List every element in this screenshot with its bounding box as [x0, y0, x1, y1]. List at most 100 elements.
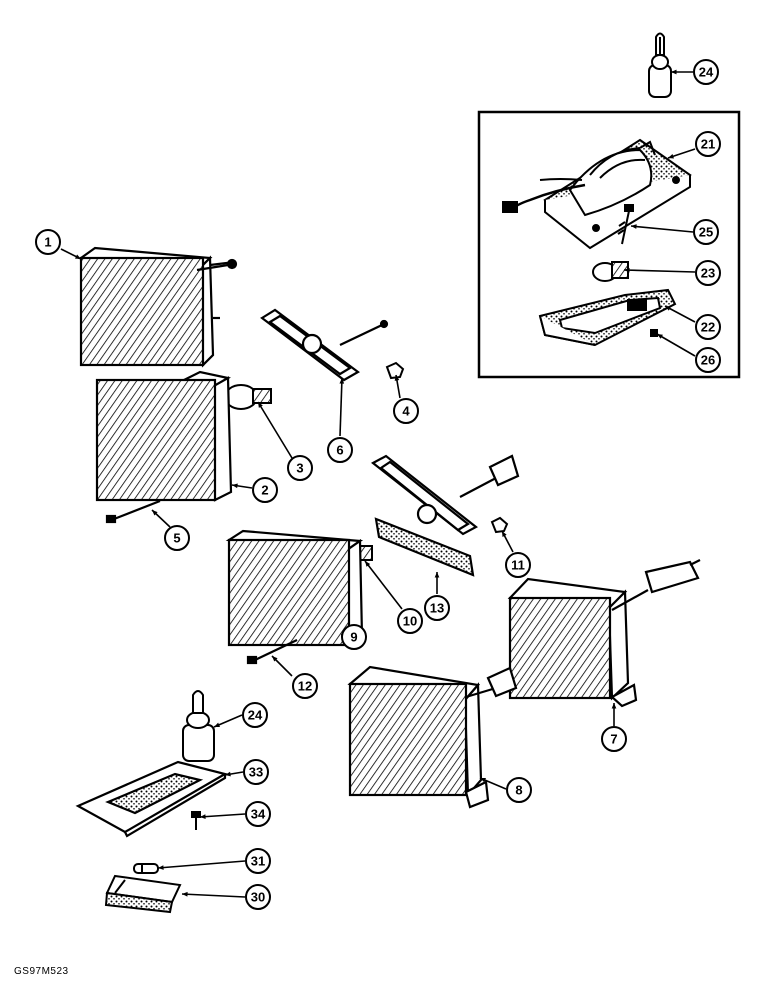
leader-arrow-26 — [657, 334, 663, 339]
leader-arrow-7 — [611, 703, 617, 709]
callout-number: 6 — [336, 443, 343, 458]
leader-arrow-5 — [152, 510, 158, 516]
callout-21: 21 — [695, 131, 721, 157]
callout-number: 3 — [296, 461, 303, 476]
callout-circle — [506, 777, 532, 803]
callout-number: 2 — [261, 483, 268, 498]
leader-arrow-34 — [200, 814, 206, 819]
part-21-lamp-housing — [502, 138, 692, 250]
callout-34: 34 — [245, 801, 271, 827]
leader-arrow-11 — [502, 531, 507, 537]
callout-24: 24 — [242, 702, 268, 728]
part-23-bulb — [592, 261, 629, 282]
callout-number: 8 — [515, 783, 522, 798]
callout-circle — [35, 229, 61, 255]
callout-circle — [393, 398, 419, 424]
callout-number: 1 — [44, 235, 51, 250]
callout-number: 10 — [403, 614, 417, 629]
part-8-lamp — [347, 665, 518, 809]
part-24-bulb-lower — [182, 690, 215, 762]
callout-10: 10 — [397, 608, 423, 634]
callout-circle — [693, 219, 719, 245]
callout-circle — [245, 801, 271, 827]
part-3-bulb — [224, 384, 272, 410]
callout-12: 12 — [292, 673, 318, 699]
callout-number: 13 — [430, 601, 444, 616]
leader-arrow-30 — [182, 891, 188, 897]
leader-arrow-31 — [158, 865, 164, 870]
leader-arrow-21 — [668, 154, 674, 159]
callout-number: 25 — [699, 225, 713, 240]
callout-33: 33 — [243, 759, 269, 785]
callout-8: 8 — [506, 777, 532, 803]
callout-circle — [245, 848, 271, 874]
leader-arrow-10 — [365, 561, 371, 567]
part-22-lens — [538, 288, 677, 347]
part-6-gasket — [260, 308, 389, 382]
leader-arrow-2 — [232, 483, 238, 489]
part-25-screw — [617, 204, 634, 245]
leader-line-30 — [181, 893, 246, 898]
part-7-lamp — [507, 559, 701, 708]
callout-4: 4 — [393, 398, 419, 424]
callout-number: 24 — [248, 708, 263, 723]
callout-circle — [695, 131, 721, 157]
part-11-nut — [490, 516, 509, 534]
leader-arrow-33 — [225, 771, 231, 777]
callout-circle — [252, 477, 278, 503]
callout-26: 26 — [695, 347, 721, 373]
callout-number: 34 — [251, 807, 266, 822]
callout-circle — [287, 455, 313, 481]
callout-number: 31 — [251, 854, 265, 869]
leader-arrow-13 — [434, 572, 440, 578]
part-31-bulb — [133, 863, 159, 874]
callout-13: 13 — [424, 595, 450, 621]
part-24-bulb-top — [648, 32, 672, 98]
part-13-gasket — [371, 454, 520, 577]
part-2-lamp — [95, 370, 233, 502]
leader-line-31 — [157, 860, 246, 869]
drawing-code: GS97M523 — [14, 966, 69, 977]
callout-number: 9 — [350, 630, 357, 645]
leader-line-6 — [339, 377, 343, 437]
leader-arrow-24 — [214, 722, 220, 727]
callout-2: 2 — [252, 477, 278, 503]
part-12-screw — [246, 639, 298, 665]
leader-arrow-1 — [75, 254, 81, 259]
callout-25: 25 — [693, 219, 719, 245]
part-26-screw — [650, 329, 658, 337]
leader-arrow-6 — [339, 378, 345, 384]
callout-1: 1 — [35, 229, 61, 255]
callout-6: 6 — [327, 437, 353, 463]
leader-arrow-23 — [624, 267, 630, 273]
callout-number: 22 — [701, 320, 715, 335]
callout-7: 7 — [601, 726, 627, 752]
leader-line-10 — [364, 560, 403, 610]
callout-number: 12 — [298, 679, 312, 694]
callout-circle — [397, 608, 423, 634]
leader-arrow-25 — [631, 224, 637, 229]
callout-30: 30 — [245, 884, 271, 910]
callout-24: 24 — [693, 59, 719, 85]
leader-line-3 — [257, 401, 293, 459]
leader-arrow-22 — [665, 306, 671, 311]
leader-arrow-4 — [394, 375, 400, 381]
callout-circle — [292, 673, 318, 699]
part-33-plate — [75, 760, 228, 838]
callout-9: 9 — [341, 624, 367, 650]
callout-circle — [601, 726, 627, 752]
callout-circle — [242, 702, 268, 728]
callout-circle — [695, 347, 721, 373]
leader-line-22 — [664, 305, 696, 323]
leader-arrow-8 — [480, 778, 486, 783]
callout-circle — [243, 759, 269, 785]
leader-line-25 — [630, 225, 694, 233]
callout-number: 7 — [610, 732, 617, 747]
callout-number: 11 — [511, 558, 525, 573]
callout-number: 5 — [173, 531, 180, 546]
leader-line-34 — [199, 813, 246, 818]
leader-arrow-3 — [258, 402, 263, 408]
callout-circle — [695, 260, 721, 286]
